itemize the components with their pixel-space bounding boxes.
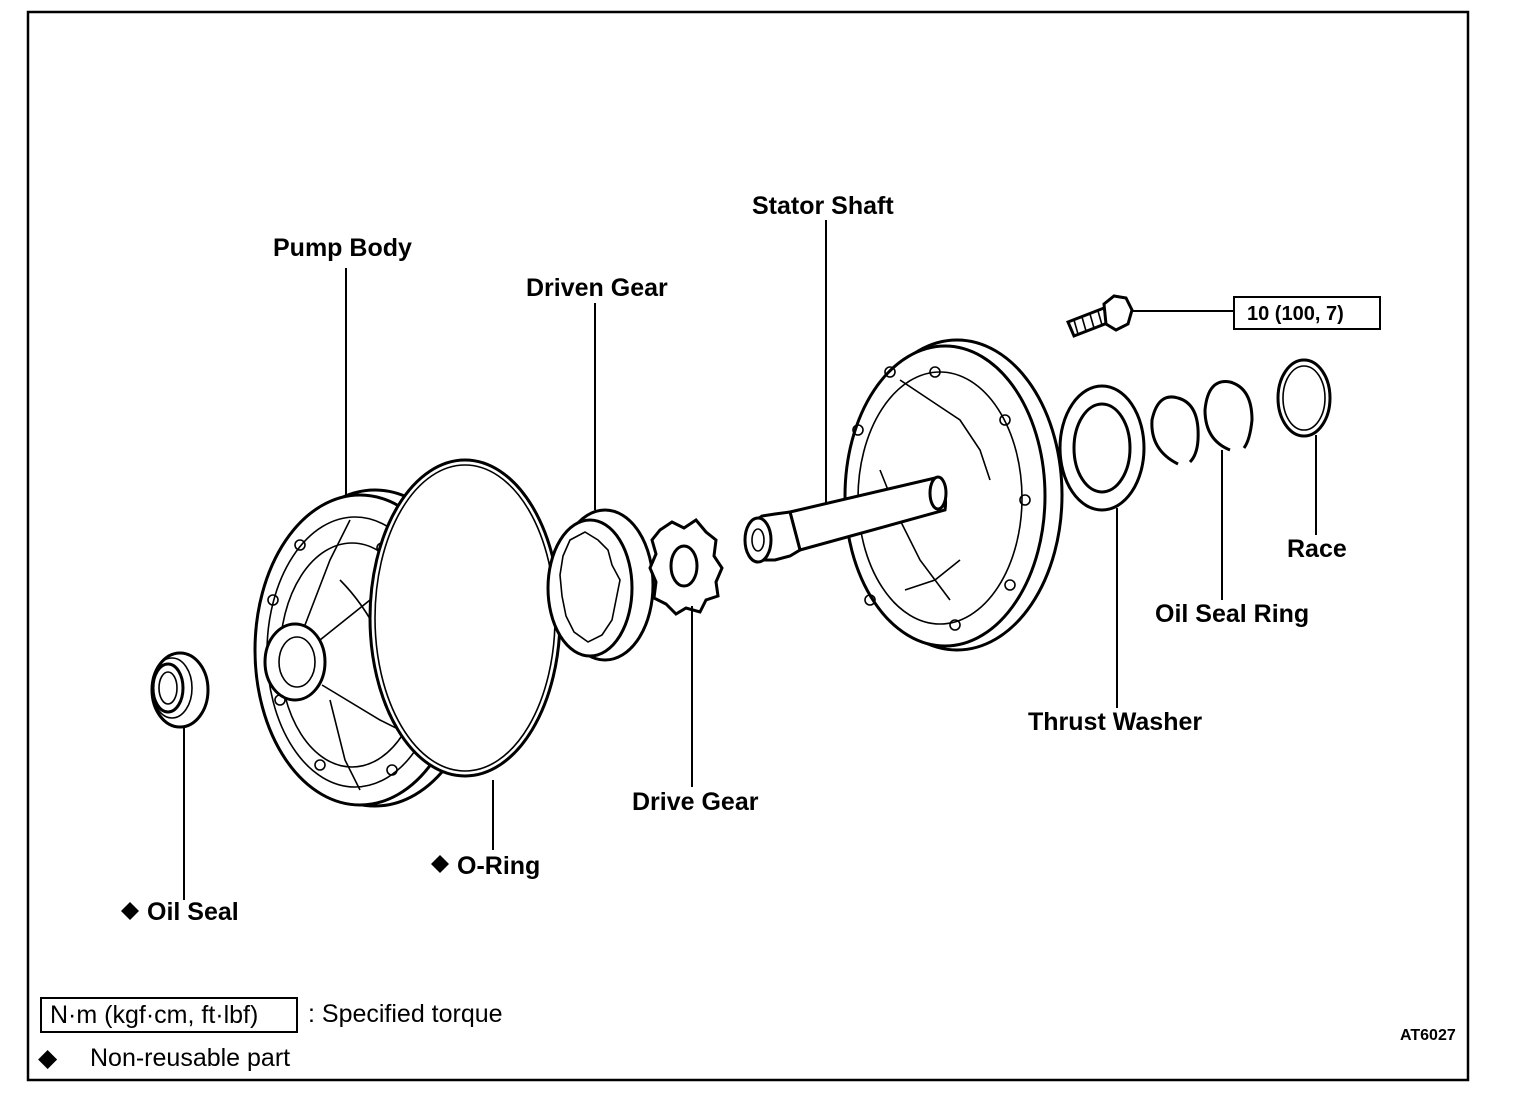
bolt-part <box>1066 294 1134 338</box>
diagram-frame <box>26 10 1470 1082</box>
race-part <box>1276 358 1332 438</box>
stator-shaft-label: Stator Shaft <box>752 192 894 220</box>
oil-seal-label: Oil Seal <box>147 898 239 926</box>
drive-gear-part <box>648 518 724 616</box>
pump-body-label: Pump Body <box>273 234 412 262</box>
o-ring-label: O-Ring <box>457 852 540 880</box>
diamond-icon <box>431 855 449 873</box>
driven-gear-part <box>546 508 655 662</box>
driven-gear-label: Driven Gear <box>526 274 668 302</box>
legend-torque-text: : Specified torque <box>308 1000 503 1028</box>
legend-torque-box <box>40 997 298 1033</box>
stator-shaft-part <box>743 338 1064 652</box>
oil-seal-part <box>150 651 210 729</box>
legend-nonreusable-text: Non-reusable part <box>90 1044 290 1072</box>
figure-code: AT6027 <box>1400 1027 1456 1044</box>
oil-seal-ring-label: Oil Seal Ring <box>1155 600 1309 628</box>
o-ring-part <box>368 458 562 778</box>
legend-nonreusable-symbol: ◆ <box>38 1044 58 1072</box>
oil-seal-ring-2-part <box>1203 380 1254 452</box>
race-label: Race <box>1287 535 1347 563</box>
torque-value: 10 (100, 7) <box>1247 303 1344 325</box>
torque-box <box>1233 296 1381 330</box>
drive-gear-label: Drive Gear <box>632 788 759 816</box>
legend-torque-unit: N·m (kgf·cm, ft·lbf) <box>50 1001 258 1029</box>
thrust-washer-label: Thrust Washer <box>1028 708 1202 736</box>
oil-seal-ring-1-part <box>1150 395 1200 466</box>
thrust-washer-part <box>1058 384 1146 512</box>
diamond-icon <box>121 902 139 920</box>
